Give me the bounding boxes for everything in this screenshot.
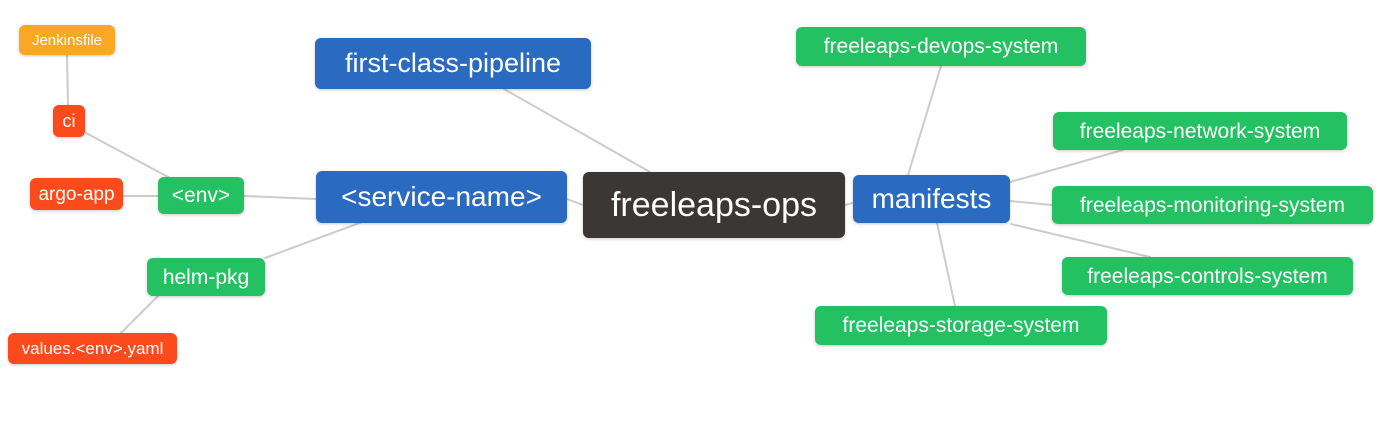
node-label-freeleaps-ops: freeleaps-ops <box>610 186 817 224</box>
node-manifests[interactable]: manifests <box>853 175 1010 223</box>
node-label-ci: ci <box>62 111 76 131</box>
node-label-values-env-yaml: values.<env>.yaml <box>21 339 164 358</box>
edge-values-env-yaml-to-helm-pkg <box>119 295 159 335</box>
node-service-name[interactable]: <service-name> <box>316 171 567 223</box>
node-freeleaps-storage-system[interactable]: freeleaps-storage-system <box>815 306 1107 345</box>
edge-ci-to-env <box>85 132 171 179</box>
node-jenkinsfile[interactable]: Jenkinsfile <box>19 25 115 55</box>
node-freeleaps-network-system[interactable]: freeleaps-network-system <box>1053 112 1347 150</box>
edge-manifests-to-freeleaps-storage-system <box>936 222 956 307</box>
edge-env-to-service-name <box>243 195 317 200</box>
edge-manifests-to-freeleaps-controls-system <box>1010 223 1151 258</box>
edge-manifests-to-freeleaps-monitoring-system <box>1009 200 1053 206</box>
node-freeleaps-monitoring-system[interactable]: freeleaps-monitoring-system <box>1052 186 1373 224</box>
node-label-service-name: <service-name> <box>341 181 542 212</box>
node-env[interactable]: <env> <box>158 177 244 214</box>
edge-manifests-to-freeleaps-devops-system <box>907 65 942 176</box>
node-label-manifests: manifests <box>871 183 992 214</box>
node-label-freeleaps-monitoring-system: freeleaps-monitoring-system <box>1080 193 1345 217</box>
edge-freeleaps-ops-to-manifests <box>844 202 854 206</box>
edge-service-name-to-freeleaps-ops <box>566 198 584 206</box>
edge-manifests-to-freeleaps-network-system <box>1009 149 1124 183</box>
node-ci[interactable]: ci <box>53 105 85 137</box>
node-label-freeleaps-controls-system: freeleaps-controls-system <box>1087 264 1328 288</box>
node-label-freeleaps-storage-system: freeleaps-storage-system <box>842 314 1080 337</box>
node-label-argo-app: argo-app <box>38 183 115 205</box>
edge-first-class-pipeline-to-freeleaps-ops <box>503 88 651 173</box>
node-freeleaps-devops-system[interactable]: freeleaps-devops-system <box>796 27 1086 66</box>
node-label-freeleaps-network-system: freeleaps-network-system <box>1079 119 1321 143</box>
node-label-jenkinsfile: Jenkinsfile <box>31 31 103 49</box>
node-label-helm-pkg: helm-pkg <box>162 265 250 289</box>
node-freeleaps-ops[interactable]: freeleaps-ops <box>583 172 845 238</box>
node-argo-app[interactable]: argo-app <box>30 178 123 210</box>
node-first-class-pipeline[interactable]: first-class-pipeline <box>315 38 591 89</box>
node-label-first-class-pipeline: first-class-pipeline <box>344 48 562 78</box>
edge-helm-pkg-to-service-name <box>264 221 363 259</box>
edge-jenkinsfile-to-ci <box>66 54 69 106</box>
node-values-env-yaml[interactable]: values.<env>.yaml <box>8 333 177 364</box>
node-label-env: <env> <box>171 184 231 207</box>
node-label-freeleaps-devops-system: freeleaps-devops-system <box>823 35 1059 58</box>
node-freeleaps-controls-system[interactable]: freeleaps-controls-system <box>1062 257 1353 295</box>
node-helm-pkg[interactable]: helm-pkg <box>147 258 265 296</box>
